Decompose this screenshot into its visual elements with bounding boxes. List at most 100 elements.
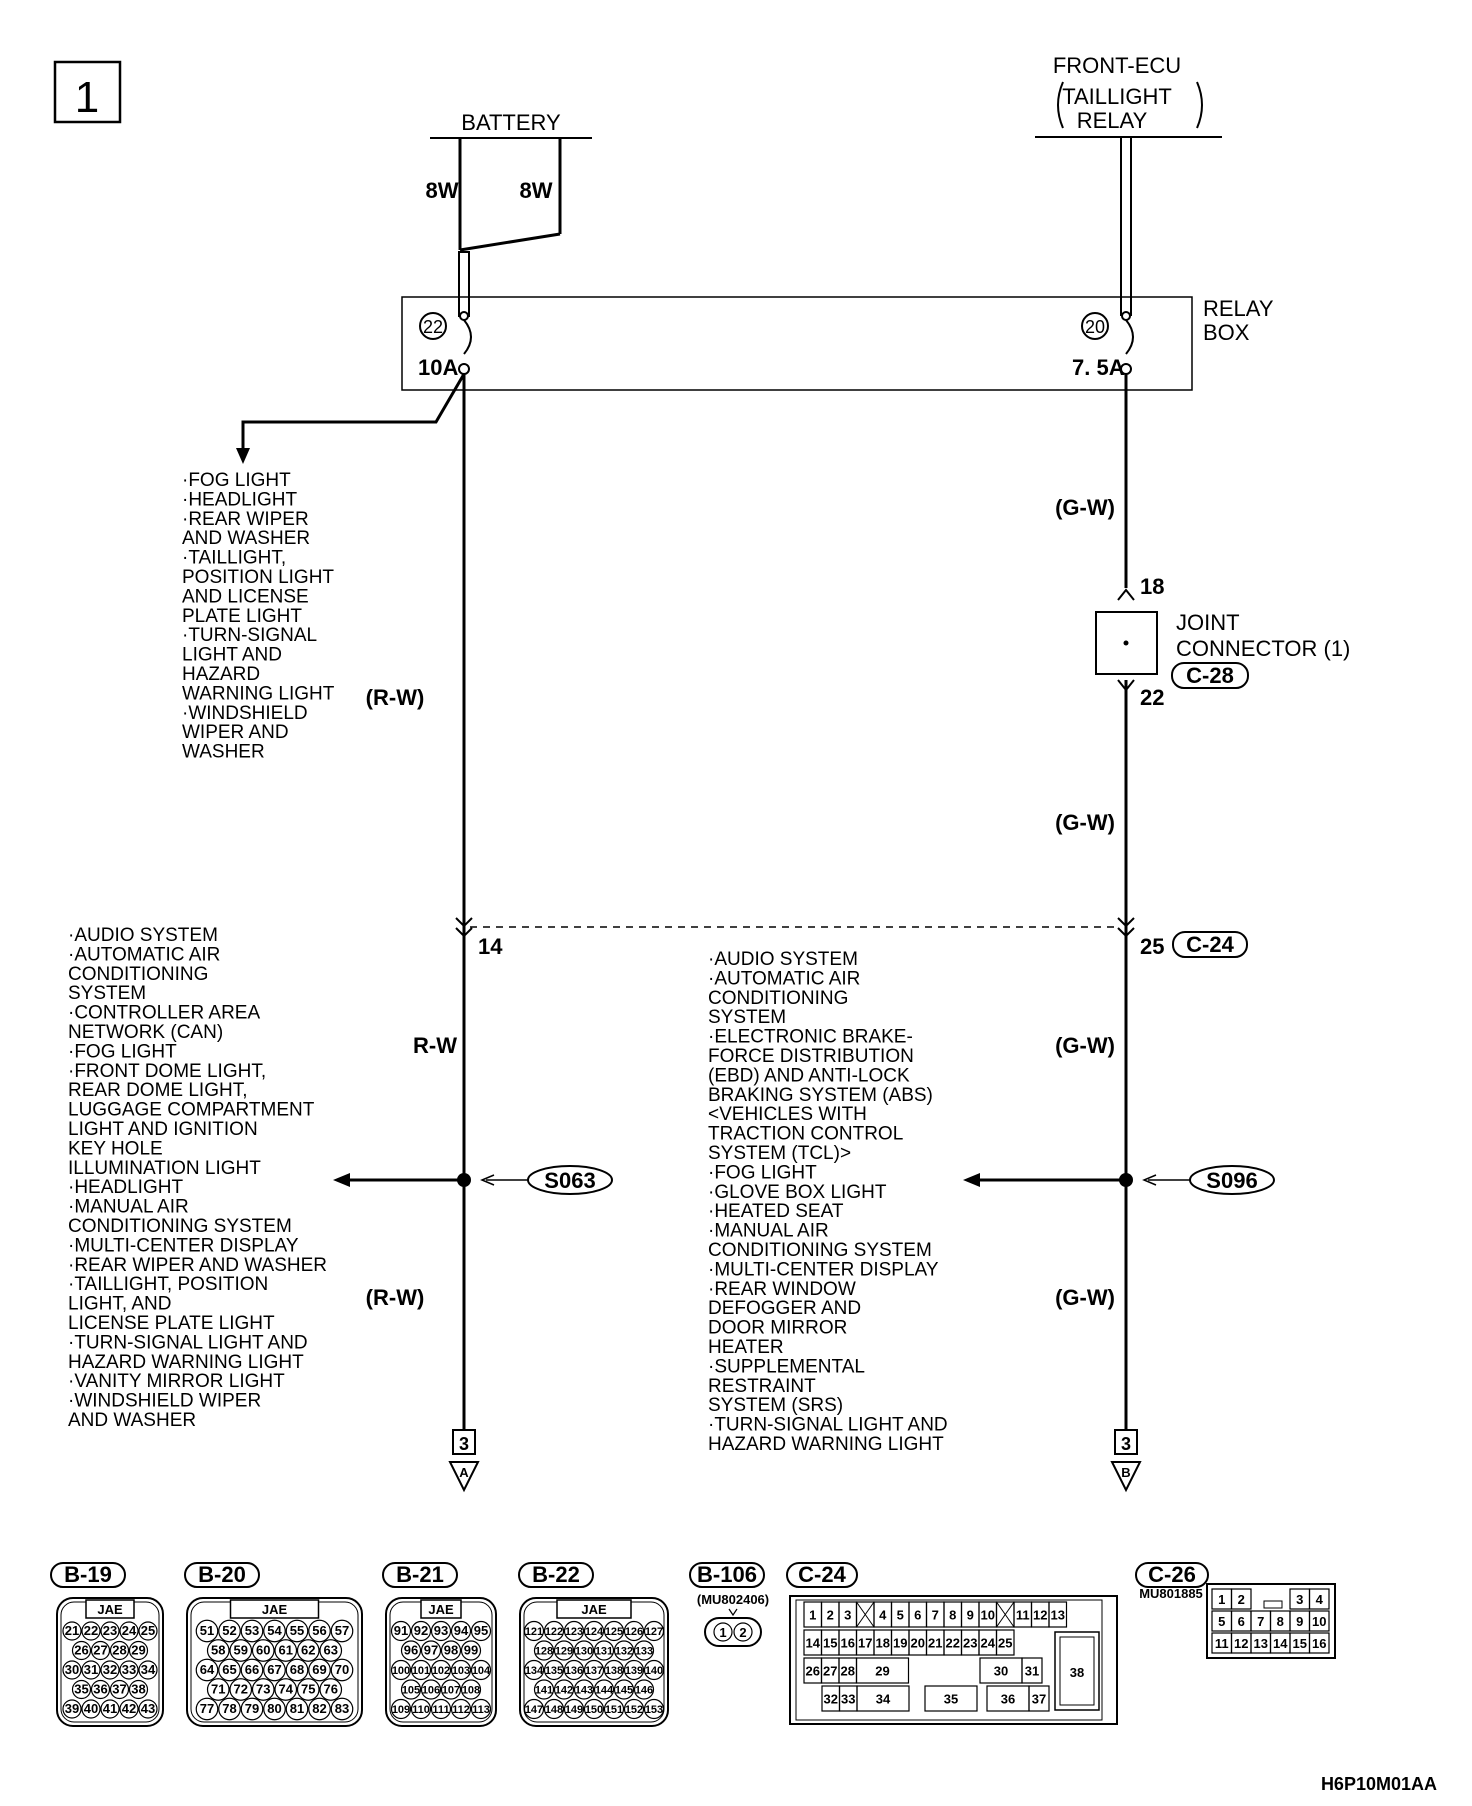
connector-pin [553,1679,575,1700]
list-item: CONDITIONING SYSTEM [708,1240,932,1261]
list-item: ·WINDSHIELD WIPER [68,1391,261,1412]
list-item: RESTRAINT [708,1376,816,1397]
connector-pin [543,1698,565,1720]
continuation-a: 3 A [448,1429,480,1493]
connector-pin-number: 42 [122,1701,136,1716]
connector-code-badge [382,1562,458,1588]
connector-pin [263,1658,286,1682]
connector-pin-number: 101 [412,1665,430,1677]
connector-pin-number: 91 [394,1623,408,1638]
connector-pin [563,1659,585,1681]
connector-pin [583,1698,605,1720]
connector-pin [274,1639,298,1662]
connector-pin-number: 14 [806,1636,821,1651]
connector-pin [573,1679,595,1700]
connector-pin-number: 67 [267,1662,281,1677]
connector-pin [400,1679,422,1700]
connector-pin [218,1697,241,1721]
connector-pin [523,1620,545,1642]
connector-pin [319,1678,343,1701]
list-item: ·TURN-SIGNAL LIGHT AND [708,1415,948,1436]
list-item: ·FOG LIGHT [708,1162,817,1183]
list-item: ·AUTOMATIC AIR [708,968,860,989]
list-item: AND LICENSE [182,586,309,607]
connector-pin [613,1640,635,1661]
fuse-right-number: 20 [1085,317,1105,337]
list-item: BRAKING SYSTEM (ABS) [708,1085,933,1106]
connector-pin-number: 98 [444,1643,458,1658]
connector-pin-number: 4 [879,1608,887,1623]
list-item: HAZARD WARNING LIGHT [68,1352,304,1373]
connector-pin-number: 151 [605,1704,623,1716]
connector-pin [583,1659,605,1681]
connector-pin-number: 29 [131,1643,145,1658]
page-number-box: 1 [53,60,122,124]
connector-pin-number: 11 [1016,1608,1030,1623]
list-item: HAZARD [182,664,260,685]
connector-pin [470,1698,492,1720]
connector-pin-number: 71 [211,1682,225,1697]
connector-pin-number: 3 [844,1608,851,1623]
connector-pin-number: 121 [525,1626,543,1638]
connector-pin [855,1657,910,1684]
connector-code: B-21 [396,1562,444,1587]
connector-pin-number: 79 [245,1701,259,1716]
fuse-left-rating: 10A [418,355,458,380]
connector-pin-number: 2 [739,1625,746,1640]
connector-pin-number: 57 [335,1623,349,1638]
left-circuit: (R-W) R-W (R-W) [236,373,466,1430]
list-item: DOOR MIRROR [708,1318,847,1339]
fuse-right-rating: 7. 5A [1072,355,1125,380]
list-item: ·CONTROLLER AREA [68,1003,260,1024]
connector-pin [218,1619,241,1643]
connector-pin [119,1621,139,1641]
connector-pin [995,1629,1015,1656]
list-item: ·GLOVE BOX LIGHT [708,1182,887,1203]
connector-pin-number: 133 [635,1646,653,1658]
connector-pin [410,1620,432,1642]
connector-pin [128,1679,149,1700]
list-item: ·MANUAL AIR [68,1197,189,1218]
connector-pin-number: 73 [256,1682,270,1697]
connector-pin [81,1621,101,1641]
battery-wire-left-label: 8W [426,178,459,203]
connector-pin [195,1619,219,1643]
connector-pin-number: 76 [324,1682,338,1697]
connector-pin-number: 30 [65,1662,79,1677]
connector-pin-number: 2 [1238,1592,1245,1607]
list-item: WARNING LIGHT [182,683,335,704]
connector-pin [450,1659,472,1681]
connector-pin-number: 59 [234,1643,248,1658]
connector-pin-number: 96 [404,1643,418,1658]
battery-label: BATTERY [461,110,561,135]
connector-pin [523,1698,545,1720]
list-item: ·HEATED SEAT [708,1201,844,1222]
continuation-a-letter: A [459,1465,469,1480]
fuse-right-number-circle [1081,312,1109,340]
connector-pin-number: 23 [963,1636,977,1651]
connector-pin-number: 18 [876,1636,890,1651]
connector-pin-number: 25 [141,1623,155,1638]
connector-pin [553,1640,575,1661]
connector-pin [593,1679,615,1700]
front-ecu-title: FRONT-ECU [1053,53,1181,78]
list-item: POSITION LIGHT [182,567,334,588]
connector-pin [285,1619,309,1643]
connector-pin [330,1658,354,1682]
list-item: ·HEADLIGHT [182,489,297,510]
connector-pin-number: 92 [414,1623,428,1638]
connector-pin [206,1639,230,1662]
connector-code: C-26 [1148,1562,1196,1587]
list-item: SYSTEM (TCL)> [708,1143,851,1164]
list-item: LICENSE PLATE LIGHT [68,1313,275,1334]
list-item: CONDITIONING [68,964,208,985]
connector-pin-number: 95 [474,1623,488,1638]
connector-code: B-22 [532,1562,580,1587]
connector-pin [1308,1588,1330,1610]
connector-pin [400,1640,422,1661]
connector-pin [643,1698,665,1720]
list-item: ·FOG LIGHT [68,1041,177,1062]
connector-pin-number: 12 [1234,1636,1248,1651]
connector-code-badge [518,1562,594,1588]
